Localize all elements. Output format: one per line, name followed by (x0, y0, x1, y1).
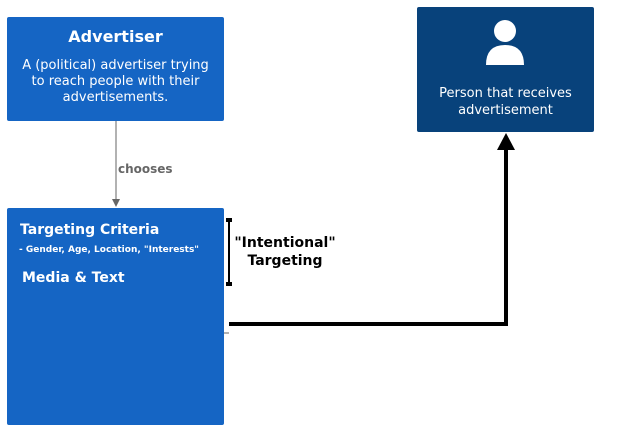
person-icon (486, 20, 524, 65)
advertiser-description: A (political) advertiser trying to reach… (22, 58, 209, 105)
annotation-line-1: "Intentional" (234, 235, 336, 251)
bracket-bottom-cap (226, 282, 232, 286)
targeting-box: Targeting Criteria - Gender, Age, Locati… (7, 208, 224, 425)
targeting-criteria-title: Targeting Criteria (20, 222, 160, 238)
intentional-targeting-annotation: "Intentional" Targeting (232, 234, 338, 270)
targeting-criteria-list: - Gender, Age, Location, "Interests" (19, 245, 199, 255)
chooses-label: chooses (118, 162, 173, 176)
advertiser-box: Advertiser A (political) advertiser tryi… (7, 17, 224, 121)
media-text-title: Media & Text (22, 270, 125, 286)
person-box: Person that receives advertisement (417, 7, 594, 132)
annotation-line-2: Targeting (247, 253, 323, 269)
bracket-top-cap (226, 218, 232, 222)
delivery-arrowhead (497, 133, 515, 150)
chooses-arrowhead (112, 199, 120, 207)
advertiser-title: Advertiser (68, 27, 163, 46)
person-label: Person that receives advertisement (439, 86, 572, 118)
delivery-arrow (229, 148, 508, 326)
